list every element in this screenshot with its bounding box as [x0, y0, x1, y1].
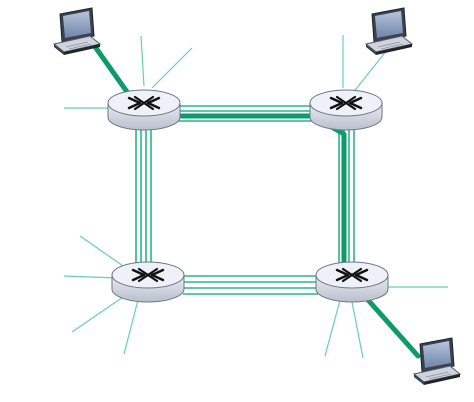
router-switch-icon	[106, 88, 182, 132]
desktop-computer-icon	[365, 7, 413, 56]
router-switch-icon	[110, 260, 186, 304]
link-bottom	[183, 275, 318, 295]
router-switch-icon	[314, 260, 390, 304]
link-left	[135, 128, 152, 266]
stub-lines	[63, 35, 448, 359]
desktop-computer-icon	[53, 7, 101, 56]
desktop-computer-icon	[413, 337, 461, 386]
router-switch-icon	[308, 88, 384, 132]
